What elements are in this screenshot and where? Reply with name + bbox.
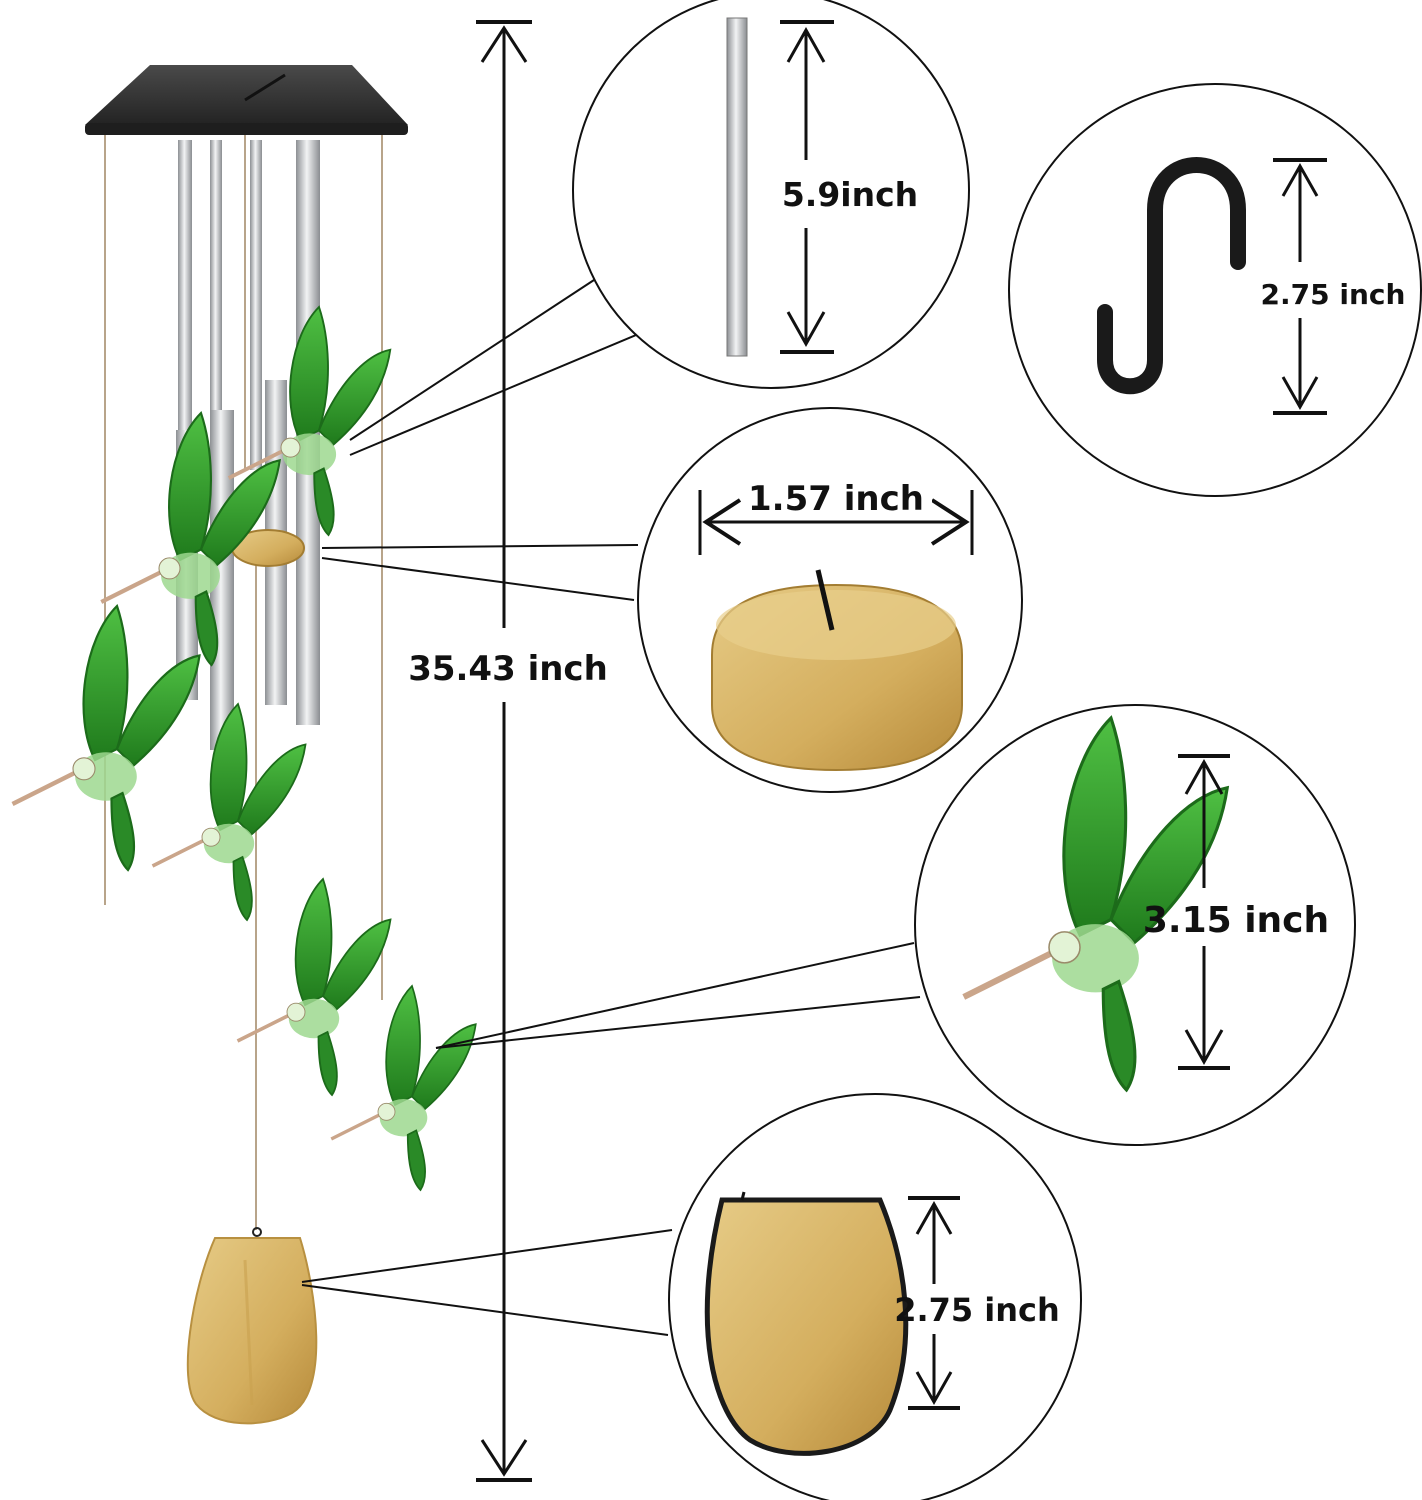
disc-diameter-label: 1.57 inch [748, 479, 924, 519]
sail-height-label: 2.75 inch [894, 1291, 1060, 1329]
bird-height-label: 3.15 inch [1143, 900, 1329, 941]
disc-detail-circle: 1.57 inch [637, 407, 1023, 793]
bird-detail-circle: 3.15 inch [914, 704, 1356, 1146]
total-length-label: 35.43 inch [408, 649, 608, 689]
tube-detail-circle: 5.9inch [572, 0, 970, 389]
sail-detail-circle: 2.75 inch [668, 1093, 1082, 1500]
hook-detail-circle: 2.75 inch [1008, 83, 1422, 497]
tube-length-label: 5.9inch [782, 175, 918, 214]
hook-height-label: 2.75 inch [1261, 278, 1406, 311]
strings [104, 132, 383, 1230]
s-hook-icon [1097, 157, 1246, 395]
callout-leader-lines [301, 279, 921, 1336]
solar-cap [85, 65, 408, 135]
wood-sail [186, 1227, 318, 1425]
total-length-dimension: 35.43 inch [408, 20, 608, 1482]
wind-chime [12, 65, 478, 1425]
